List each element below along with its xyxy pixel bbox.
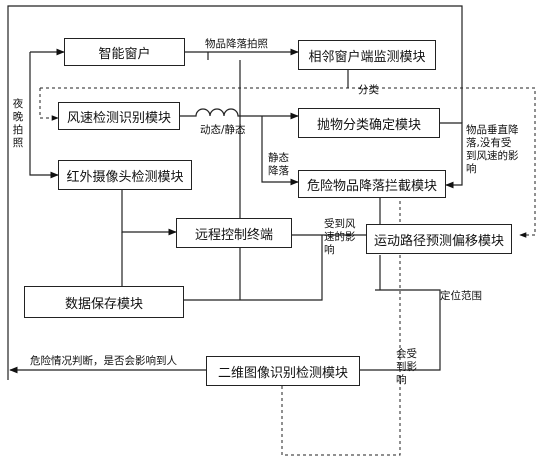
throw-classify-label: 抛物分类确定模块 [316, 117, 421, 133]
intercept-box: 危险物品降落拦截模块 [298, 170, 446, 198]
classify-label: 分类 [358, 84, 379, 96]
path-predict-label: 运动路径预测偏移模块 [373, 233, 504, 249]
affected-wind-label: 受到风速的影响 [324, 218, 356, 256]
wind-speed-box: 风速检测识别模块 [58, 102, 180, 130]
danger-judgement-label: 危险情况判断，是否会影响到人 [30, 355, 177, 367]
dynamic-static-label: 动态/静态 [200, 124, 246, 136]
night-photo-label: 夜晚拍照 [12, 98, 24, 149]
data-storage-label: 数据保存模块 [64, 296, 143, 312]
vertical-drop-label: 物品垂直降落,没有受到风速的影响 [466, 124, 519, 175]
neighbor-monitor-box: 相邻窗户端监测模块 [298, 40, 436, 70]
data-storage-box: 数据保存模块 [24, 286, 184, 318]
infrared-camera-box: 红外摄像头检测模块 [58, 160, 192, 190]
static-drop-label: 静态降落 [268, 152, 289, 177]
neighbor-monitor-label: 相邻窗户端监测模块 [308, 49, 426, 65]
remote-terminal-box: 远程控制终端 [176, 218, 292, 248]
smart-window-label: 智能窗户 [98, 46, 151, 62]
wind-speed-label: 风速检测识别模块 [66, 110, 171, 126]
item-drop-photo-label: 物品降落拍照 [205, 38, 268, 50]
path-predict-box: 运动路径预测偏移模块 [366, 224, 512, 254]
intercept-label: 危险物品降落拦截模块 [306, 178, 437, 194]
image-recog-label: 二维图像识别检测模块 [217, 365, 348, 381]
affected-label: 会受到影响 [396, 348, 417, 386]
infrared-camera-label: 红外摄像头检测模块 [66, 169, 184, 185]
throw-classify-box: 抛物分类确定模块 [298, 108, 440, 138]
image-recog-box: 二维图像识别检测模块 [206, 356, 360, 386]
remote-terminal-label: 远程控制终端 [194, 227, 273, 243]
smart-window-box: 智能窗户 [64, 38, 185, 66]
position-range-label: 定位范围 [440, 290, 482, 302]
